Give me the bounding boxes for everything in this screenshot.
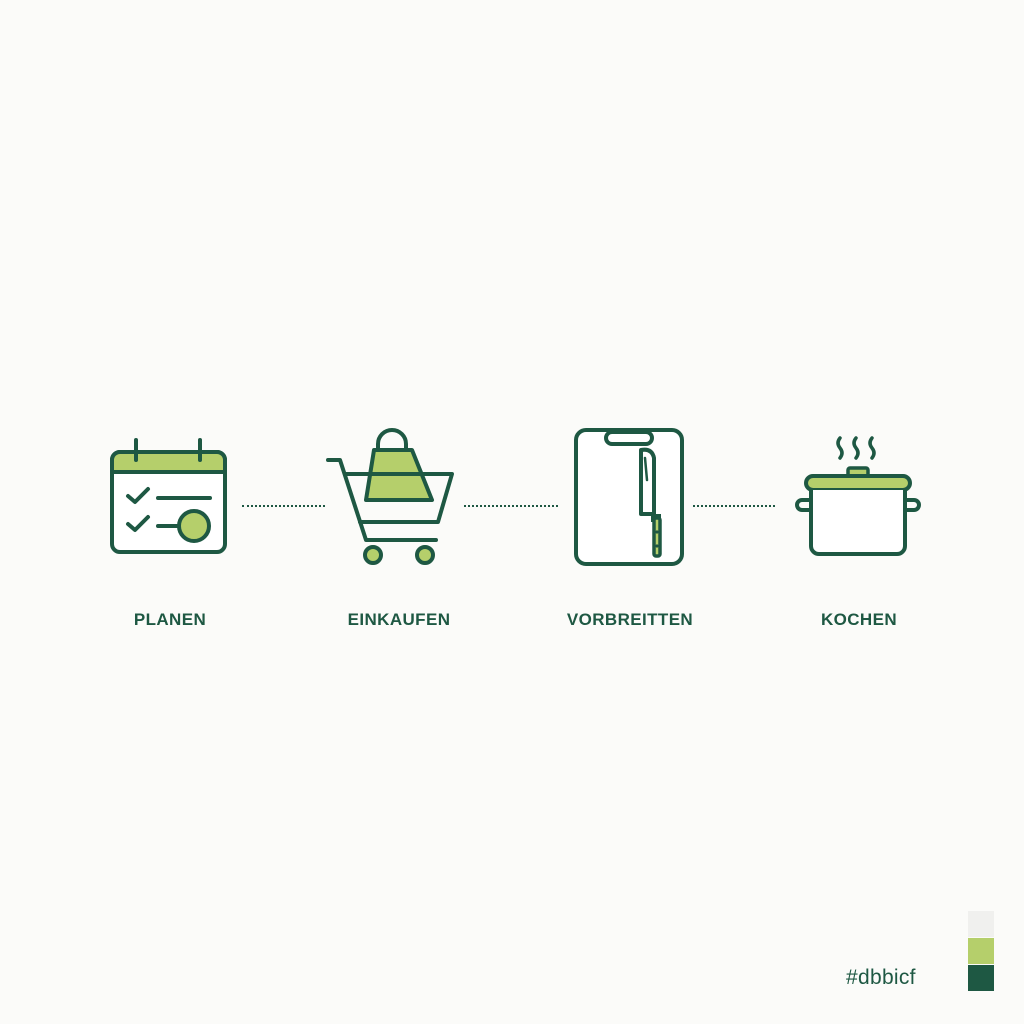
- connector-1: [242, 505, 325, 507]
- calendar-checklist-icon: [110, 438, 230, 558]
- palette-swatch-dark: [968, 965, 994, 991]
- palette-swatch-green: [968, 938, 994, 964]
- step-label-planen: PLANEN: [133, 610, 207, 629]
- connector-2: [464, 505, 558, 507]
- step-label-kochen: KOCHEN: [820, 610, 898, 629]
- step-label-vorbreitten: VORBREITTEN: [566, 610, 694, 629]
- step-label-einkaufen: EINKAUFEN: [347, 610, 451, 629]
- shopping-cart-bag-icon: [326, 428, 458, 570]
- connector-3: [693, 505, 775, 507]
- palette-hex-label: #dbbicf: [846, 966, 916, 989]
- steaming-pot-icon: [795, 434, 921, 558]
- cutting-board-knife-icon: [574, 428, 686, 568]
- palette-swatch-light: [968, 911, 994, 937]
